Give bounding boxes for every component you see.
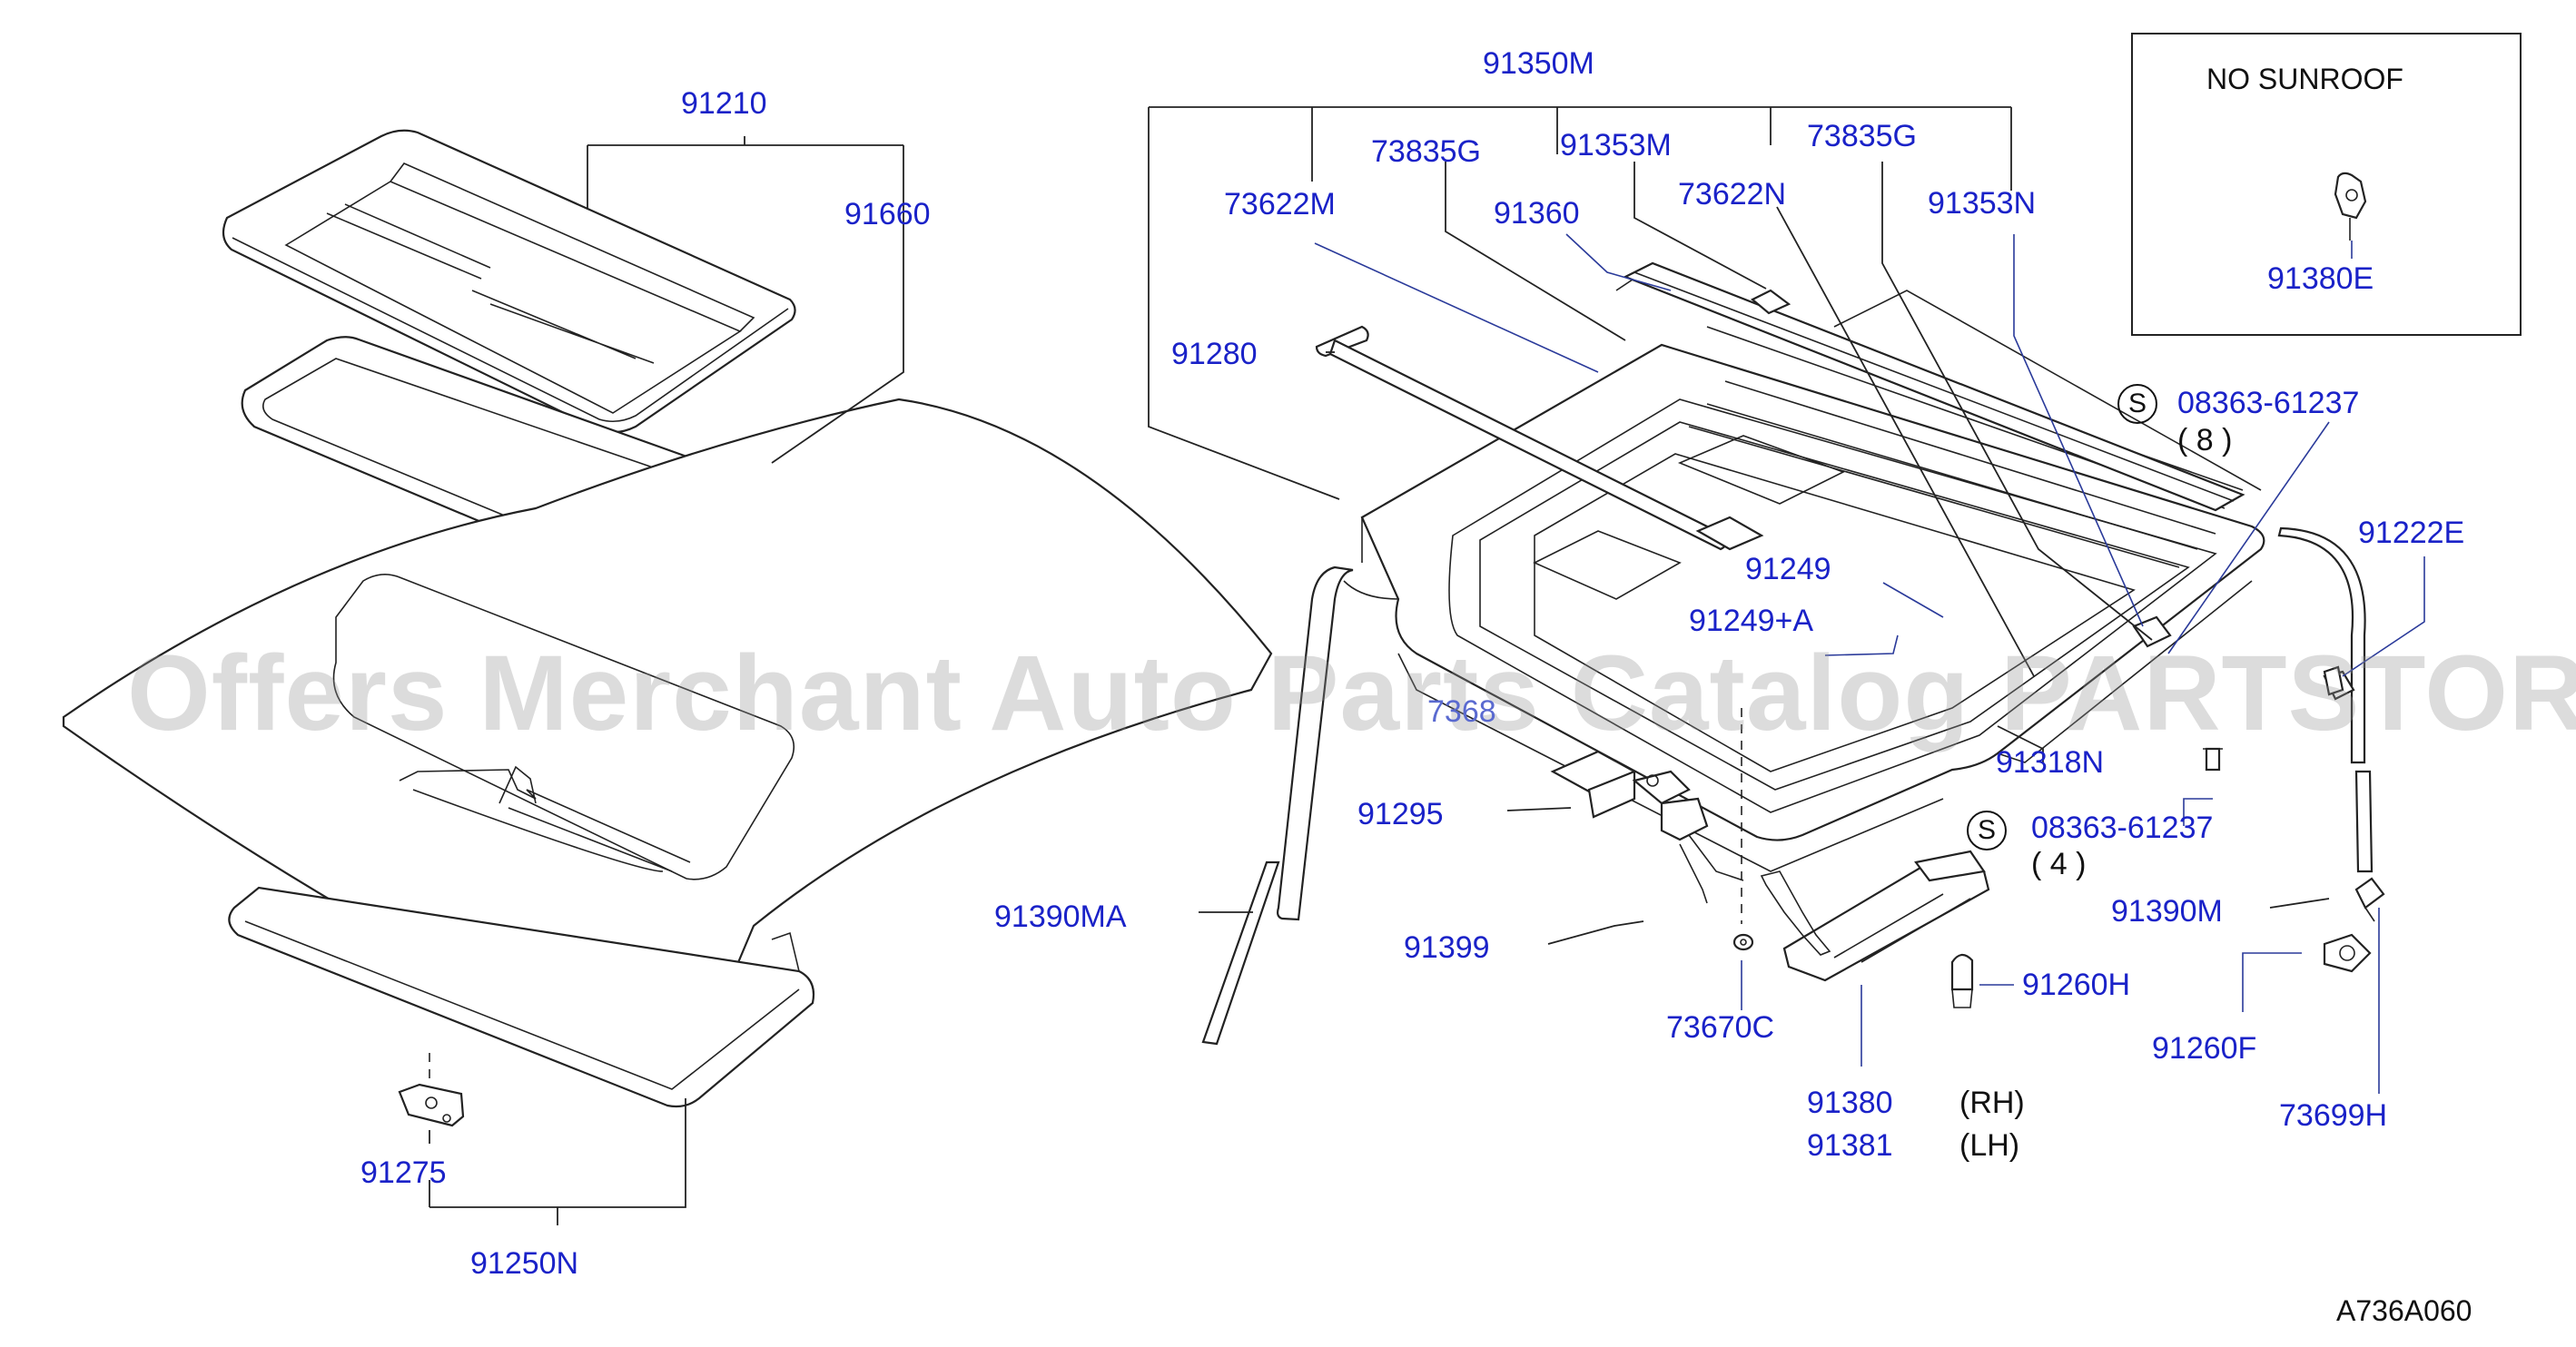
s-symbol-1: S [2117,384,2157,424]
wind-deflector-91280 [1315,325,1764,551]
diagram-code: A736A060 [2336,1294,2472,1327]
label-91353N: 91353N [1928,186,2037,221]
label-7368x: 7368 [1427,694,1496,729]
motor-91295 [1550,750,1744,904]
label-91280: 91280 [1171,337,1258,371]
sunroof-glass-panel [222,129,796,434]
clip-91222E [2323,665,2344,696]
s-symbol-2: S [1967,811,2007,850]
inset-title: NO SUNROOF [2206,63,2403,95]
label-73622N: 73622N [1678,177,1787,211]
label-91210: 91210 [681,86,767,121]
label-91350M: 91350M [1483,46,1594,81]
grommet-73670C [1732,933,1754,951]
label-91380-side: (RH) [1959,1086,2025,1120]
label-73622M: 73622M [1224,187,1336,221]
label-73670C: 73670C [1666,1010,1775,1045]
label-73699H: 73699H [2279,1098,2388,1133]
no-sunroof-clip [2334,172,2367,241]
connector-73699H [2354,877,2385,922]
clip-91275 [398,1083,465,1127]
cable-91399 [1760,870,1831,956]
label-91318N: 91318N [1996,745,2105,780]
label-91295: 91295 [1357,797,1444,831]
clip-91260H [1950,953,1974,1008]
roof-headliner [62,398,1273,1055]
label-91390M: 91390M [2111,894,2223,929]
watermark: Offers Merchant Auto Parts Catalog PARTS… [127,634,2576,753]
label-91249: 91249 [1745,552,1831,586]
label-91260F: 91260F [2152,1031,2257,1066]
label-91222E: 91222E [2358,516,2465,550]
label-91381: 91381 [1807,1128,1893,1163]
nozzle-91260F [2323,933,2372,973]
label-91381-side: (LH) [1959,1128,2020,1163]
bracket-91380 [1782,850,1990,982]
label-91399: 91399 [1404,930,1490,965]
headliner-trim-91250N [228,886,815,1108]
label-91380: 91380 [1807,1086,1893,1120]
label-91249A: 91249+A [1689,604,1814,638]
label-08363-61237-a: 08363-61237 [2177,386,2360,420]
label-91353M: 91353M [1560,128,1672,162]
label-91275: 91275 [360,1155,447,1190]
label-73835G-right: 73835G [1807,119,1917,153]
label-91660: 91660 [844,197,931,231]
label-91260H: 91260H [2022,968,2131,1002]
label-73835G-left: 73835G [1371,134,1481,169]
no-sunroof-inset [2131,33,2522,336]
guide-rail-91353 [1623,261,2245,648]
bolt-08363 [2203,747,2223,772]
label-08363-61237-b-qty: ( 4 ) [2031,847,2087,881]
label-91250N: 91250N [470,1246,579,1281]
drain-hose-91390MA [1201,565,1354,1046]
label-08363-61237-b: 08363-61237 [2031,811,2214,845]
label-08363-61237-a-qty: ( 8 ) [2177,423,2233,457]
label-91360: 91360 [1494,196,1580,231]
label-91380E: 91380E [2267,261,2374,296]
sliding-panel-slot [1533,435,1846,600]
label-91390MA: 91390MA [994,900,1127,934]
